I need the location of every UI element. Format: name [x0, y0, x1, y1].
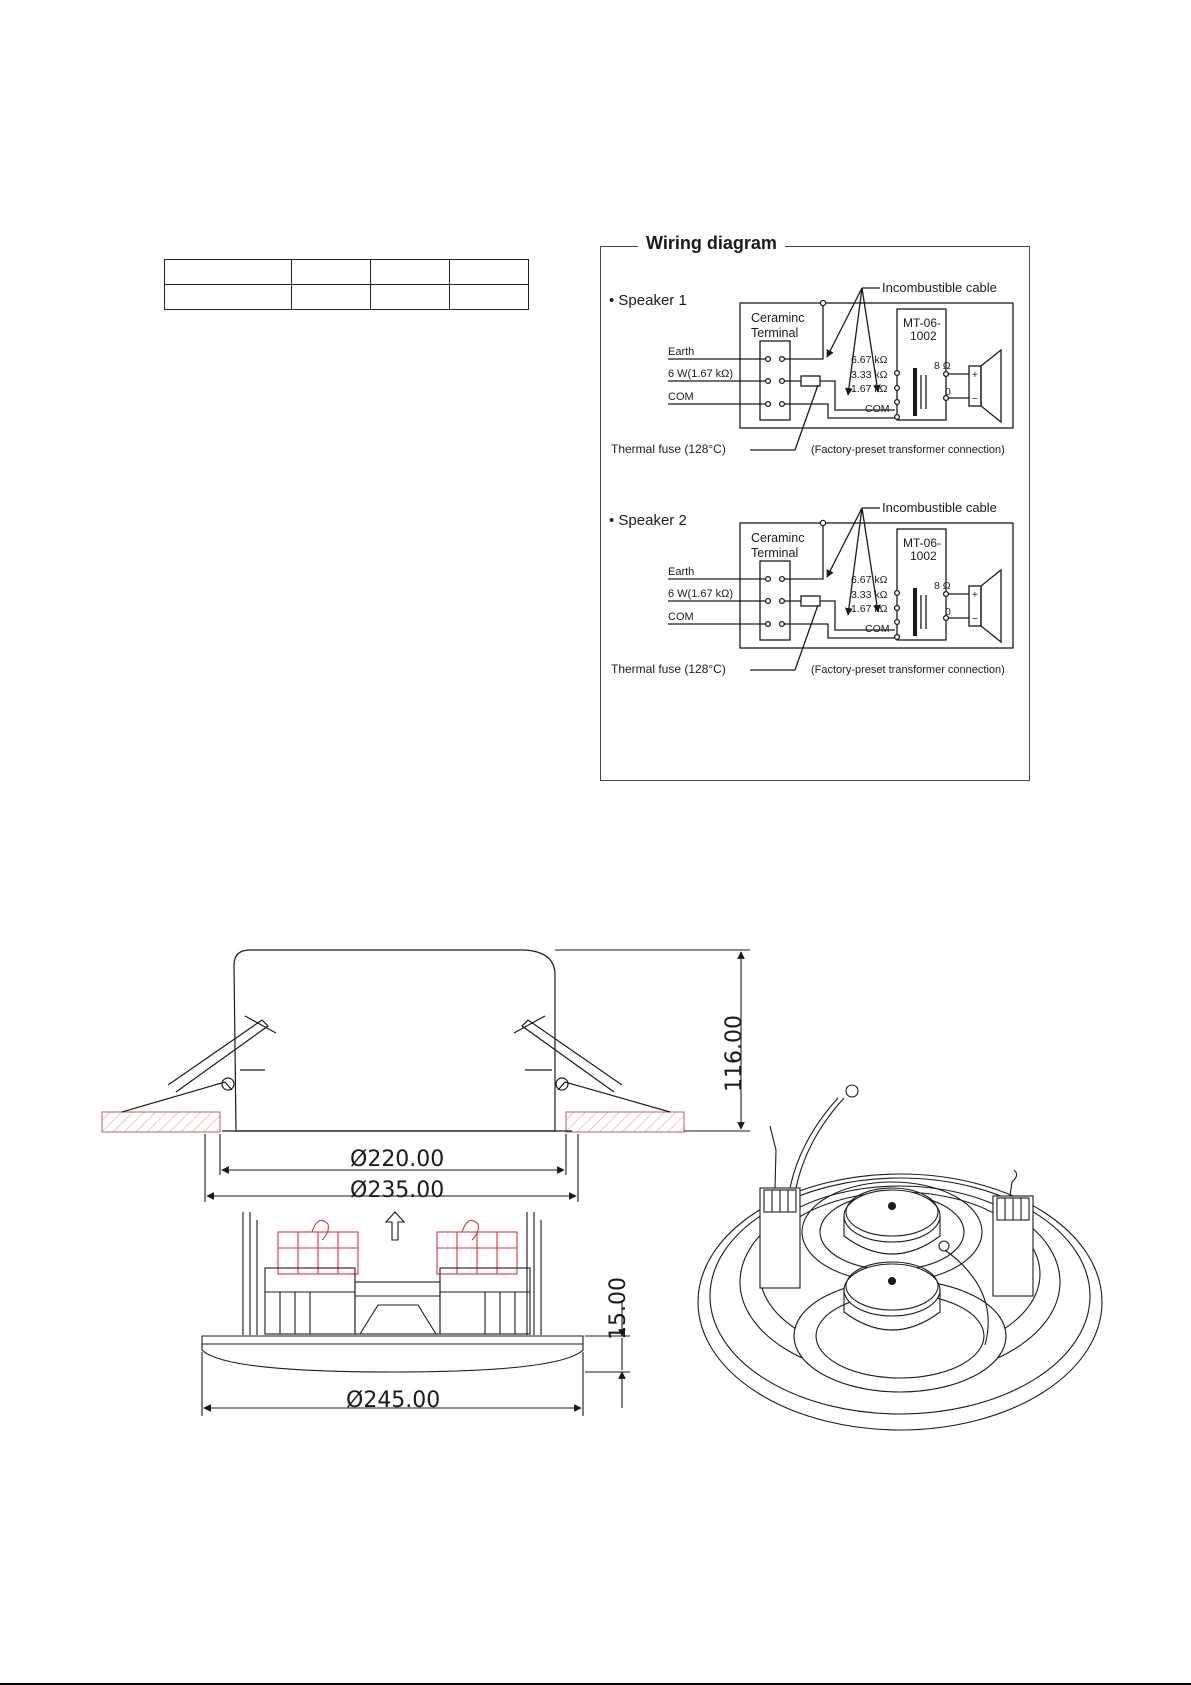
- tap-com: COM: [865, 403, 890, 415]
- dimension-cutout-outer: Ø235.00: [350, 1178, 444, 1203]
- wiring-diagram-frame: [600, 246, 1030, 781]
- cable-label: Incombustible cable: [882, 500, 997, 515]
- transformer-label-line2: 1002: [910, 549, 937, 563]
- isometric-view: [697, 1084, 1103, 1431]
- dimension-height: [555, 949, 750, 1132]
- input-6w: 6 W(1.67 kΩ): [668, 588, 733, 600]
- factory-preset-note: (Factory-preset transformer connection): [811, 664, 1005, 676]
- minus-sign: −: [972, 614, 978, 625]
- table-cell: [370, 259, 450, 285]
- tap-3-33: 3.33 kΩ: [851, 369, 888, 381]
- tap-3-33: 3.33 kΩ: [851, 589, 888, 601]
- ceiling-board-left: [101, 1111, 221, 1133]
- dimension-flange-label: 15.00: [606, 1277, 631, 1340]
- cable-label: Incombustible cable: [882, 280, 997, 295]
- input-com: COM: [668, 391, 694, 403]
- table-cell: [164, 284, 292, 310]
- output-0: 0: [945, 606, 951, 618]
- plus-sign: +: [972, 370, 978, 381]
- table-cell: [449, 284, 529, 310]
- transformer-box: [896, 308, 947, 421]
- speaker-2-circuit: [668, 507, 1014, 671]
- tap-com: COM: [865, 623, 890, 635]
- ceiling-board-right: [565, 1111, 685, 1133]
- spec-table: [164, 259, 529, 310]
- dimension-outer: [201, 1352, 584, 1416]
- input-earth: Earth: [668, 346, 694, 358]
- minus-sign: −: [972, 394, 978, 405]
- transformer-label-line1: MT-06-: [903, 316, 941, 330]
- circuit-box: [739, 302, 1014, 429]
- dimension-cutout-inner: Ø220.00: [350, 1147, 444, 1172]
- transformer-label-line2: 1002: [910, 329, 937, 343]
- dimension-height-label: 116.00: [722, 1015, 747, 1092]
- tap-6-67: 6.67 kΩ: [851, 574, 888, 586]
- table-row: [164, 284, 529, 310]
- factory-preset-note: (Factory-preset transformer connection): [811, 444, 1005, 456]
- output-8ohm: 8 Ω: [934, 580, 951, 592]
- input-com: COM: [668, 611, 694, 623]
- input-6w: 6 W(1.67 kΩ): [668, 368, 733, 380]
- terminal-label-line1: Ceraminc: [751, 531, 805, 545]
- speaker-2-labels: • Speaker 2 Incombustible cable Ceraminc…: [609, 500, 1005, 676]
- speaker-label: • Speaker 2: [609, 512, 687, 529]
- fuse-label: Thermal fuse (128°C): [611, 662, 726, 676]
- dimension-flange: [585, 1300, 630, 1408]
- table-cell: [370, 284, 450, 310]
- input-earth: Earth: [668, 566, 694, 578]
- speaker-1-labels: • Speaker 1 Incombustible cable Ceraminc…: [609, 280, 1005, 456]
- dimension-cutout: [204, 1134, 579, 1202]
- side-view-installed: [101, 949, 685, 1133]
- terminal-label-line2: Terminal: [751, 326, 798, 340]
- speaker-1-circuit: [668, 287, 1014, 451]
- page-bottom-rule: [0, 1683, 1191, 1685]
- output-8ohm: 8 Ω: [934, 360, 951, 372]
- transformer-label-line1: MT-06-: [903, 536, 941, 550]
- terminal-label-line2: Terminal: [751, 546, 798, 560]
- wiring-diagram-title: Wiring diagram: [638, 233, 785, 254]
- tap-6-67: 6.67 kΩ: [851, 354, 888, 366]
- terminal-label-line1: Ceraminc: [751, 311, 805, 325]
- back-box: [233, 949, 556, 1132]
- speaker-label: • Speaker 1: [609, 292, 687, 309]
- tap-1-67: 1.67 kΩ: [851, 383, 888, 395]
- table-cell: [291, 284, 371, 310]
- up-arrow-icon: [384, 1211, 406, 1241]
- plus-sign: +: [972, 590, 978, 601]
- fuse-label: Thermal fuse (128°C): [611, 442, 726, 456]
- tap-1-67: 1.67 kΩ: [851, 603, 888, 615]
- output-0: 0: [945, 386, 951, 398]
- dimension-outer-label: Ø245.00: [346, 1388, 440, 1413]
- side-view-baffle: [201, 1211, 584, 1373]
